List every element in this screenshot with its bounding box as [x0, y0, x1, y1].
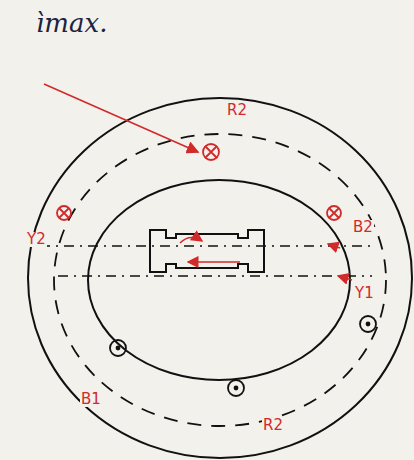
dot-conductors [110, 316, 376, 396]
winding-path [54, 134, 386, 426]
cross-conductors [57, 144, 341, 220]
dot-marks [116, 322, 371, 391]
phase-label: R2 [262, 418, 284, 433]
rotor-arrow [188, 261, 240, 263]
rotor-arrow [338, 276, 352, 280]
rotor-arrow [180, 237, 202, 243]
phase-label: B1 [80, 392, 102, 407]
rotor [150, 230, 264, 272]
phase-label: Y2 [26, 232, 47, 247]
stator-outer [28, 98, 412, 458]
stator-bore [88, 180, 350, 380]
axis-line [40, 245, 372, 246]
phase-label: Y1 [354, 286, 375, 301]
pointer-arrow [44, 84, 198, 152]
axis-line [58, 275, 372, 276]
phase-label: R2 [226, 103, 248, 118]
rotor-arrow [328, 244, 340, 248]
phase-label: B2 [352, 220, 374, 235]
heading: ìmax. [36, 10, 107, 36]
